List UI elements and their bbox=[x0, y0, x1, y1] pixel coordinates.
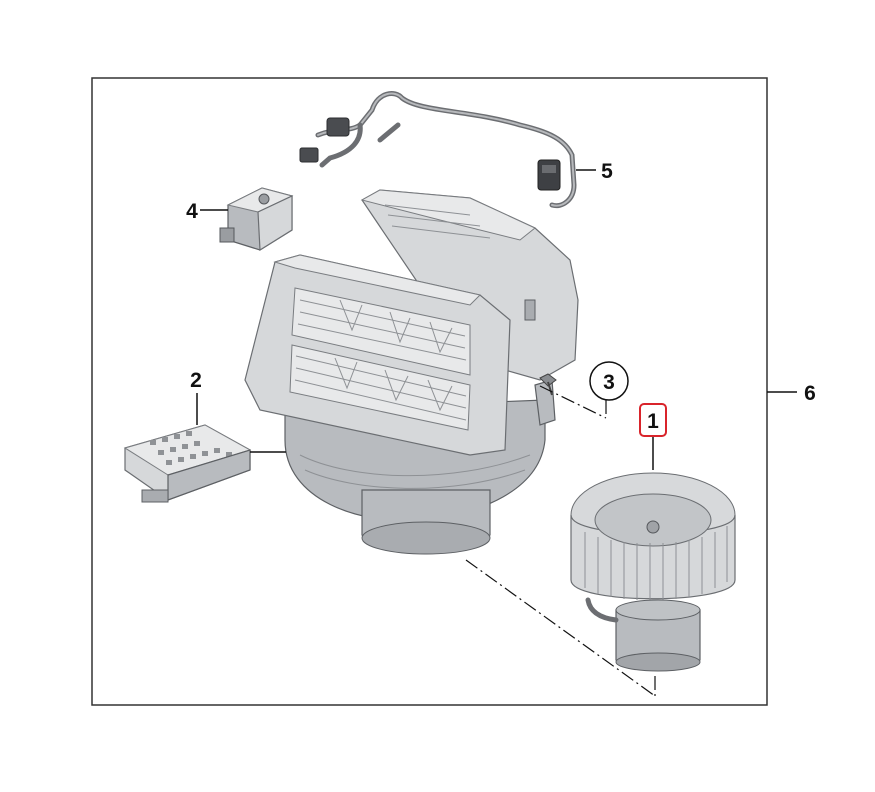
leader-lines bbox=[196, 169, 797, 697]
actuator-icon bbox=[219, 187, 294, 252]
callout-5: 5 bbox=[601, 160, 613, 183]
resistor-module-icon bbox=[123, 424, 252, 503]
blower-housing-icon bbox=[244, 189, 579, 555]
callout-6: 6 bbox=[804, 382, 816, 405]
blower-fan-motor-icon bbox=[570, 472, 736, 672]
callout-3: 3 bbox=[603, 371, 615, 394]
screw-icon bbox=[539, 373, 557, 396]
callout-1-highlight bbox=[639, 403, 667, 437]
callout-4: 4 bbox=[186, 200, 198, 223]
wiring-harness-icon bbox=[299, 91, 577, 209]
callout-3-circle bbox=[589, 361, 629, 401]
callout-1: 1 bbox=[647, 410, 659, 433]
callout-2: 2 bbox=[190, 369, 202, 392]
